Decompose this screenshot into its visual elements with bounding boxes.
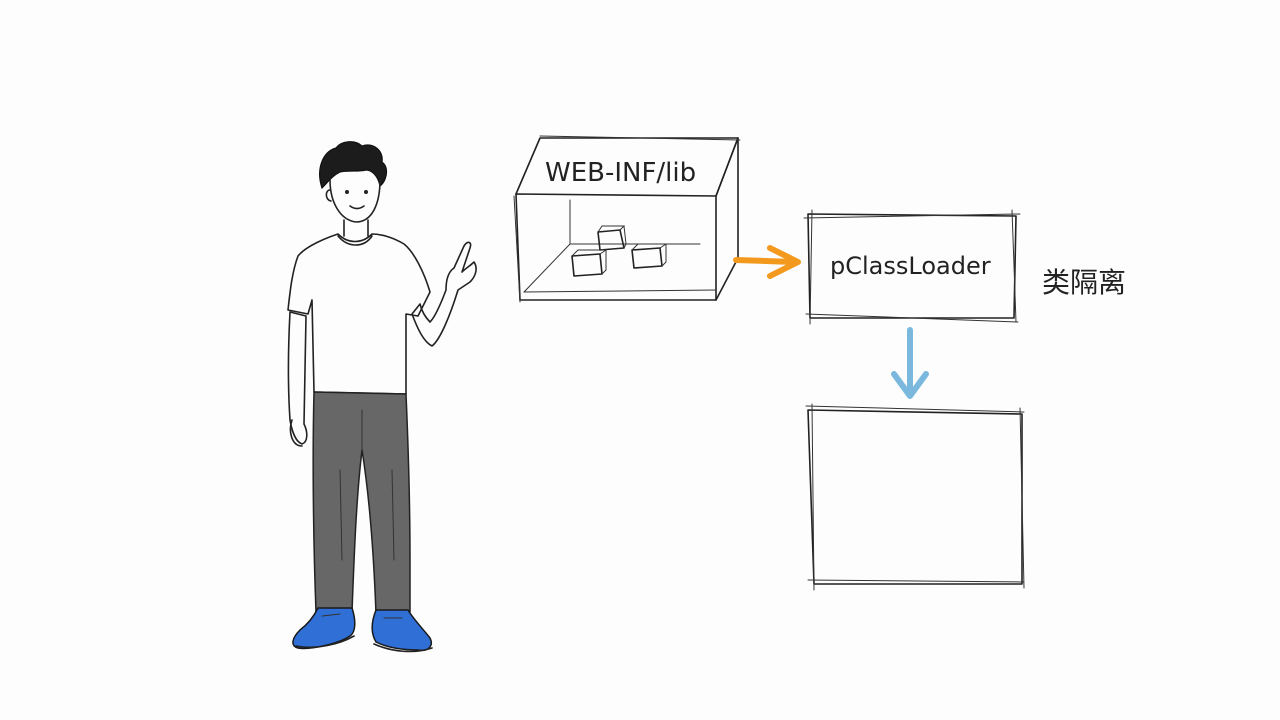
person-shoe-left-sole xyxy=(295,635,355,649)
arrow-blue-head xyxy=(891,371,929,399)
jar-cube-icon xyxy=(571,249,608,277)
person-head xyxy=(329,179,381,223)
arrow-right-icon xyxy=(733,245,801,279)
arrow-orange-head xyxy=(767,245,801,279)
jar-cube-icon xyxy=(631,243,668,269)
arrow-down-icon xyxy=(891,327,929,399)
person-laces xyxy=(321,613,403,619)
person-eye-left xyxy=(345,190,349,194)
person-tshirt xyxy=(287,233,431,395)
person-left-arm xyxy=(287,311,308,445)
lib-box-right xyxy=(715,137,739,301)
person-shoe-right xyxy=(371,609,432,652)
person-pants-fold xyxy=(339,409,395,561)
lib-box-front xyxy=(515,193,717,301)
empty-box-overstroke xyxy=(805,403,1025,591)
person-right-arm xyxy=(411,241,477,347)
person-left-hand xyxy=(289,419,303,447)
loader-box-label: pClassLoader xyxy=(830,252,991,280)
person-shoe-right-sole xyxy=(373,643,433,653)
loader-box-overstroke xyxy=(803,209,1021,325)
empty-box xyxy=(805,403,1025,591)
lib-box-label: WEB-INF/lib xyxy=(545,158,696,188)
person-smile xyxy=(349,205,365,210)
person-hair xyxy=(319,141,388,190)
side-note-text: 类隔离 xyxy=(1042,266,1126,299)
person-collar xyxy=(337,235,373,246)
jar-cube-icon xyxy=(597,225,627,251)
loader-box: pClassLoader xyxy=(803,209,1021,325)
lib-box-edge-extra xyxy=(513,135,741,303)
lib-box-inner-back xyxy=(523,199,701,293)
lib-box: WEB-INF/lib xyxy=(513,135,741,303)
empty-box-rect xyxy=(807,409,1023,585)
person-neck xyxy=(343,219,369,237)
person-eye-right xyxy=(364,190,368,194)
person-shoe-left xyxy=(292,607,356,650)
person-figure xyxy=(287,141,477,653)
person-ear xyxy=(325,189,332,202)
arrow-orange-shaft xyxy=(733,257,797,265)
